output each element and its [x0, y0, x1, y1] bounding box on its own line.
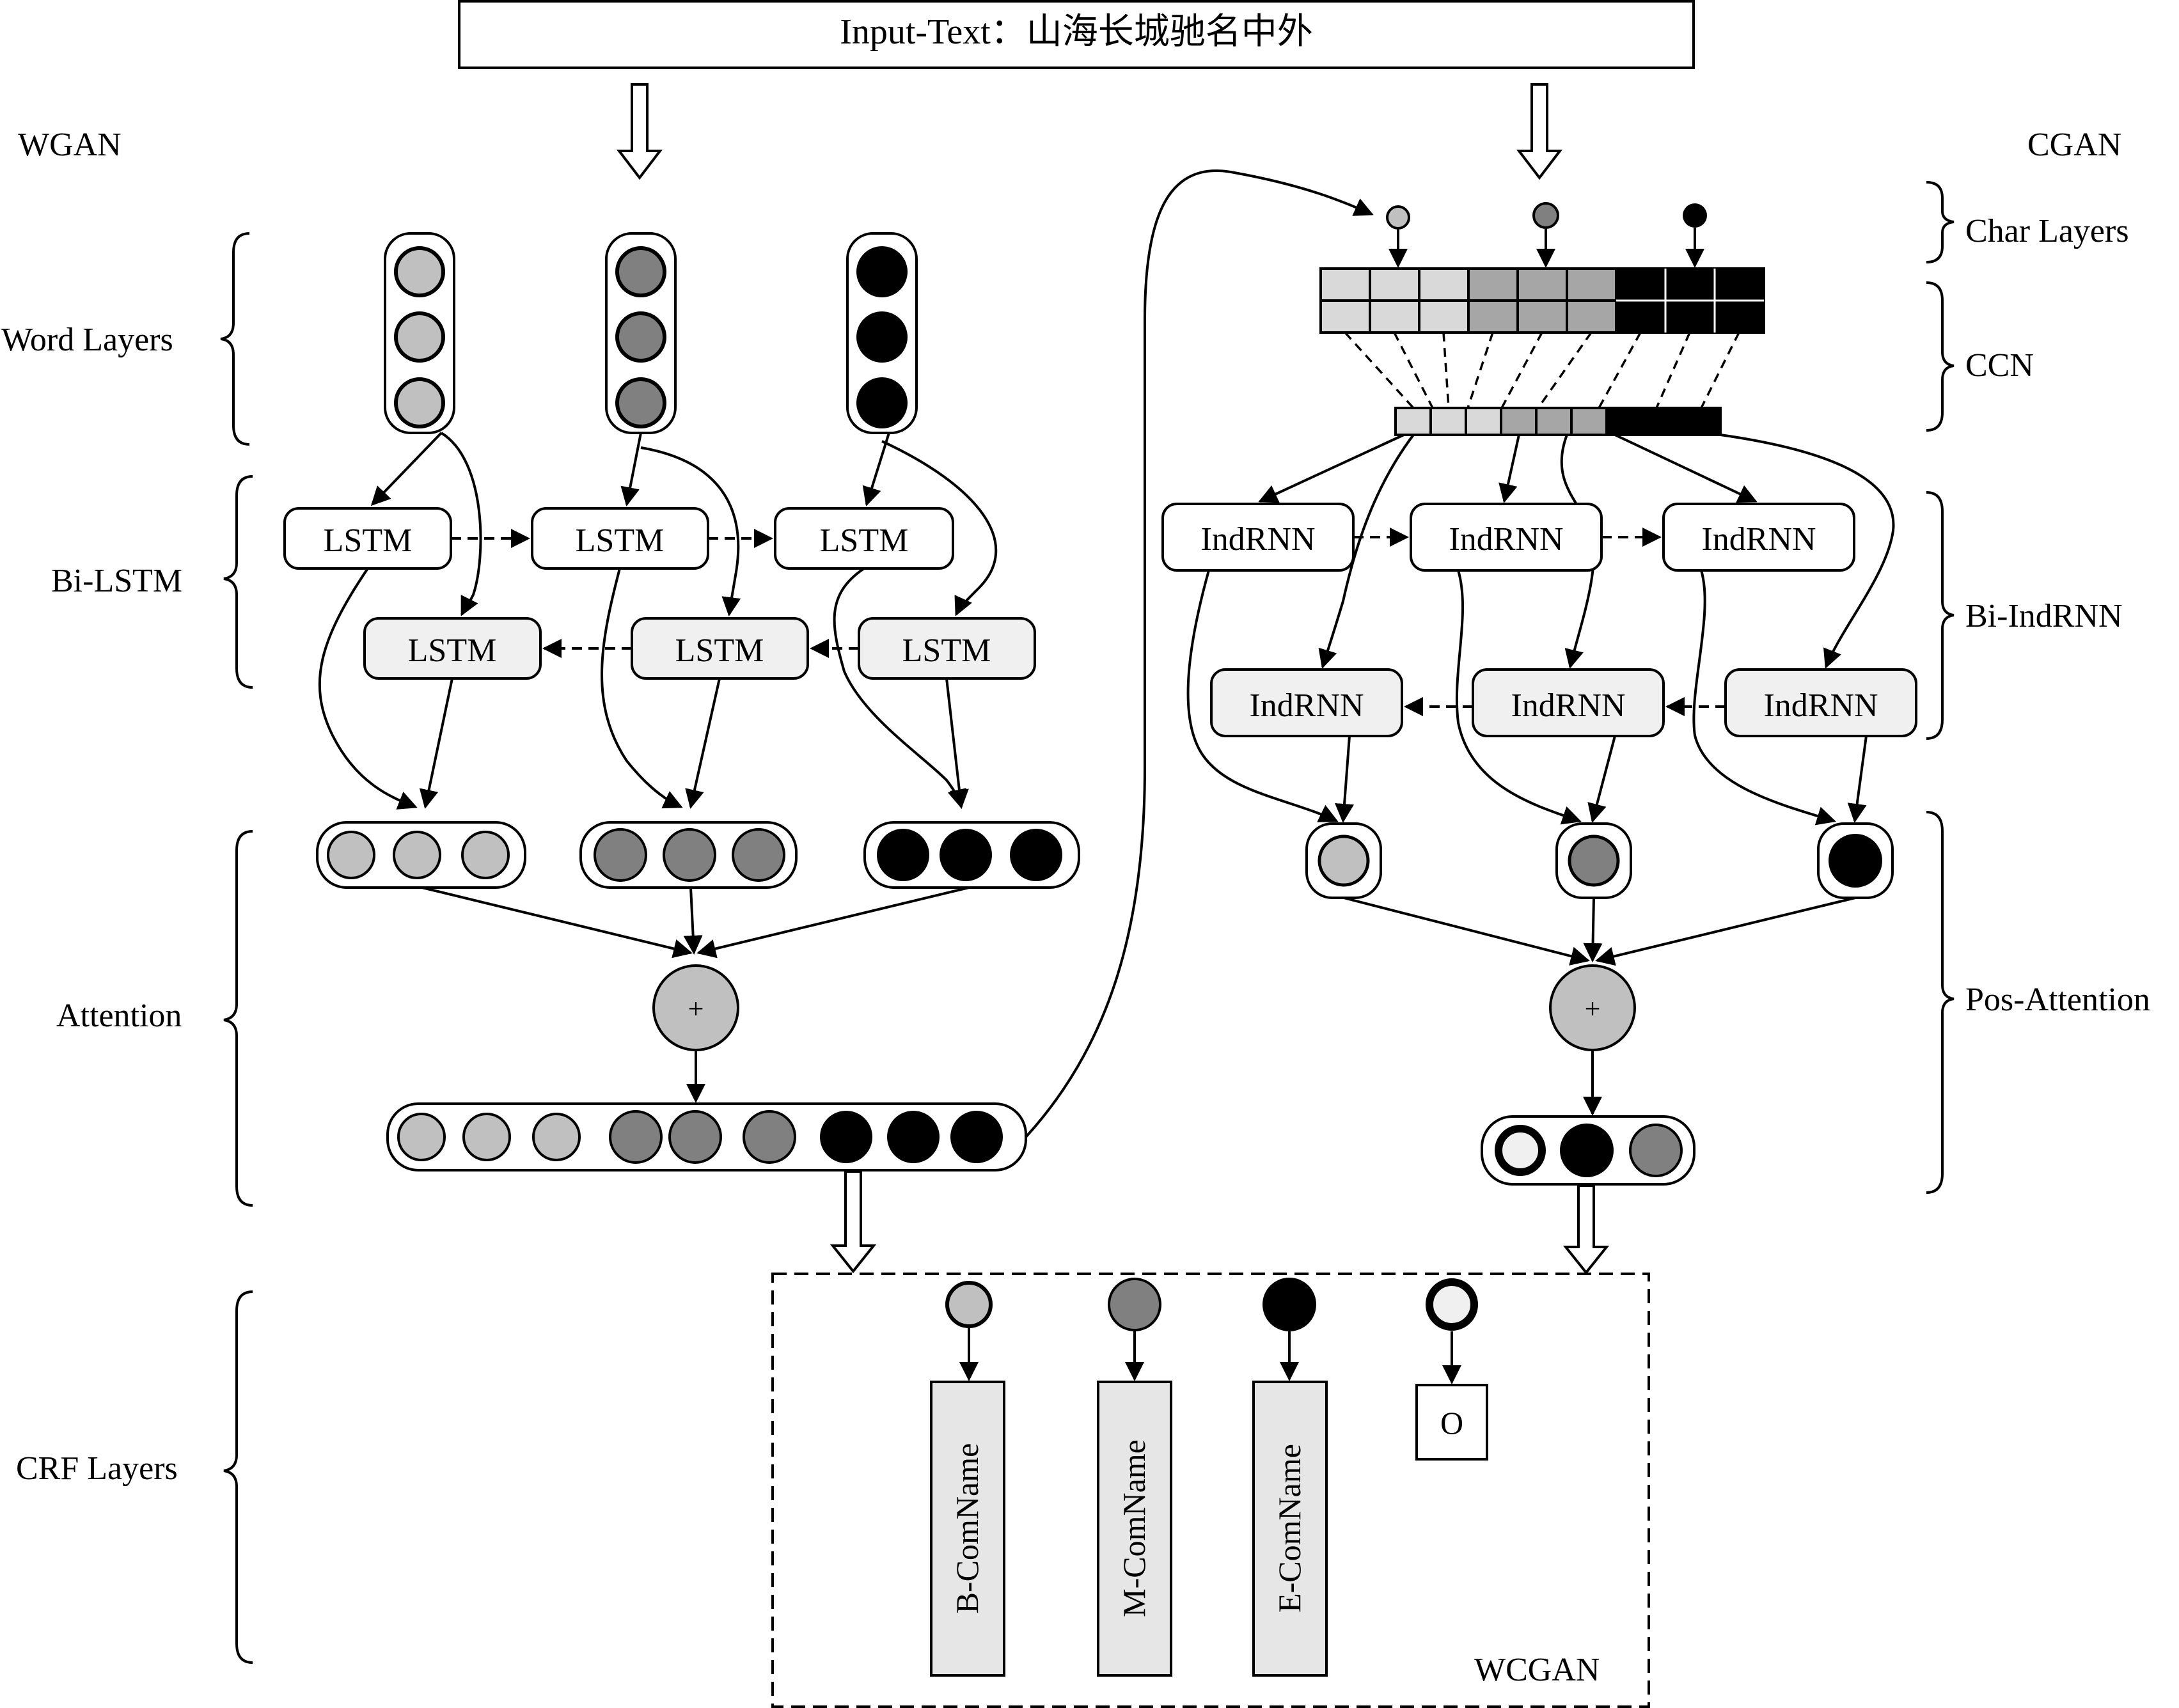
- word-layers-label: Word Layers: [1, 322, 173, 358]
- attention-sum-arrows: [421, 886, 970, 959]
- indrnn-backward-3: IndRNN: [1724, 668, 1917, 737]
- word-to-char-curve: [1025, 169, 1374, 1138]
- bilstm-brace: [223, 475, 253, 689]
- indrnn-recurrent-arrows: [1353, 528, 1726, 716]
- pos-node-mid: [1555, 822, 1632, 899]
- crf-tag-m: M-ComName: [1097, 1278, 1172, 1677]
- attention-sum-node: +: [652, 964, 739, 1051]
- ccn-to-indrnn-arrows: [1258, 434, 1895, 669]
- attention-vector-light: [316, 821, 526, 889]
- ccn-label: CCN: [1965, 347, 2034, 384]
- lstm-backward-1: LSTM: [363, 617, 542, 680]
- pos-attention-brace: [1926, 811, 1955, 1194]
- attention-brace: [223, 830, 253, 1207]
- word-to-lstm-arrows: [370, 432, 998, 616]
- input-arrow-left: [616, 83, 663, 180]
- char-output-to-crf-arrow: [1562, 1184, 1610, 1275]
- indrnn-backward-2: IndRNN: [1472, 668, 1665, 737]
- crf-layers-brace: [223, 1290, 253, 1664]
- char-layers-brace: [1926, 181, 1955, 263]
- attention-vector-mid: [579, 821, 798, 889]
- ccn-matrix: [1319, 267, 1765, 334]
- svg-text:+: +: [688, 993, 704, 1024]
- wcgan-title: WCGAN: [1474, 1652, 1600, 1688]
- word-embedding-mid: [605, 232, 677, 434]
- char-layers-label: Char Layers: [1965, 213, 2129, 249]
- char-to-ccn-arrows: [1388, 228, 1704, 268]
- lstm-recurrent-arrows: [451, 529, 859, 658]
- input-arrow-right: [1516, 83, 1563, 180]
- ccn-pooled-vector: [1394, 407, 1722, 436]
- char-output-vector: [1481, 1115, 1695, 1186]
- lstm-backward-3: LSTM: [858, 617, 1036, 680]
- svg-text:IndRNN: IndRNN: [1511, 687, 1625, 724]
- bilstm-label: Bi-LSTM: [51, 563, 182, 599]
- crf-tag-e: E-ComName: [1252, 1278, 1328, 1677]
- lstm-forward-3: LSTM: [774, 507, 954, 570]
- crf-tag-e-label: E-ComName: [1271, 1444, 1307, 1613]
- svg-text:LSTM: LSTM: [408, 632, 497, 669]
- pos-node-dark: [1817, 822, 1894, 899]
- bi-indrnn-brace: [1926, 491, 1955, 740]
- svg-text:LSTM: LSTM: [675, 632, 764, 669]
- svg-text:IndRNN: IndRNN: [1449, 521, 1563, 558]
- crf-tag-m-label: M-ComName: [1116, 1439, 1152, 1617]
- pos-attention-label: Pos-Attention: [1965, 982, 2150, 1018]
- ccn-brace: [1926, 281, 1955, 432]
- crf-tag-o-label: O: [1440, 1405, 1463, 1441]
- word-output-vector: [386, 1102, 1027, 1171]
- word-layers-brace: [220, 232, 250, 446]
- svg-text:IndRNN: IndRNN: [1200, 521, 1315, 558]
- pos-node-light: [1305, 822, 1382, 899]
- char-input-nodes: [1386, 202, 1707, 230]
- wgan-title: WGAN: [18, 127, 122, 163]
- lstm-forward-2: LSTM: [531, 507, 709, 570]
- svg-text:LSTM: LSTM: [820, 522, 909, 559]
- svg-text:LSTM: LSTM: [324, 522, 413, 559]
- lstm-forward-1: LSTM: [283, 507, 452, 570]
- svg-text:IndRNN: IndRNN: [1763, 687, 1878, 724]
- word-embedding-dark: [846, 232, 918, 434]
- lstm-backward-2: LSTM: [631, 617, 809, 680]
- pos-sum-node: +: [1549, 964, 1636, 1051]
- ccn-pool-dashes: [1344, 331, 1740, 409]
- indrnn-forward-2: IndRNN: [1410, 503, 1603, 572]
- wcgan-box: [771, 1273, 1650, 1708]
- attention-label: Attention: [56, 998, 182, 1034]
- word-output-to-crf-arrow: [830, 1170, 877, 1274]
- svg-text:LSTM: LSTM: [576, 522, 665, 559]
- svg-text:IndRNN: IndRNN: [1249, 687, 1364, 724]
- svg-text:LSTM: LSTM: [902, 632, 991, 669]
- cgan-title: CGAN: [2027, 127, 2121, 163]
- input-text-box: Input-Text：山海长城驰名中外: [458, 0, 1695, 69]
- crf-tag-o: O: [1415, 1278, 1488, 1461]
- crf-tag-b-label: B-ComName: [949, 1443, 985, 1614]
- svg-text:IndRNN: IndRNN: [1701, 521, 1816, 558]
- crf-tag-b: B-ComName: [930, 1281, 1005, 1677]
- indrnn-backward-1: IndRNN: [1210, 668, 1403, 737]
- pos-sum-arrows: [1343, 897, 1856, 966]
- svg-text:+: +: [1585, 993, 1601, 1024]
- indrnn-forward-3: IndRNN: [1662, 503, 1855, 572]
- word-embedding-light: [384, 232, 455, 434]
- attention-vector-dark: [863, 821, 1080, 889]
- input-text-label: Input-Text：山海长城驰名中外: [840, 12, 1313, 52]
- indrnn-forward-1: IndRNN: [1161, 503, 1355, 572]
- indrnn-to-pos-arrows: [1186, 570, 1868, 826]
- crf-layers-label: CRF Layers: [16, 1450, 178, 1487]
- bi-indrnn-label: Bi-IndRNN: [1965, 598, 2123, 634]
- lstm-to-attention-arrows: [318, 567, 969, 810]
